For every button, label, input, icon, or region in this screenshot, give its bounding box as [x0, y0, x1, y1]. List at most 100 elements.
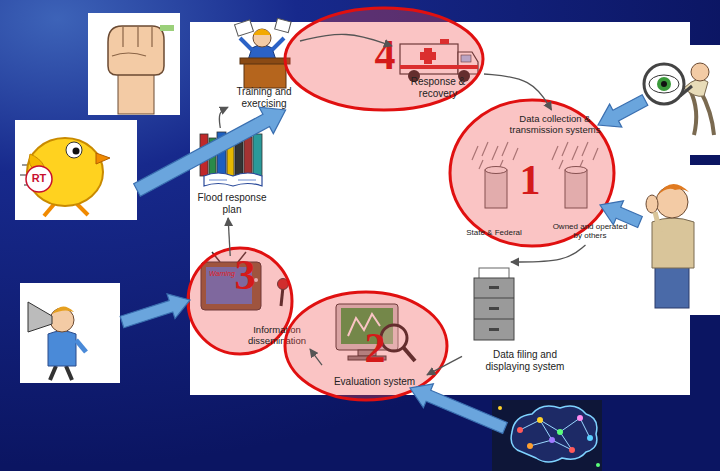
highlight-ellipse	[285, 292, 447, 400]
block-arrow	[598, 95, 648, 127]
highlight-circle: 2Evaluation system	[283, 290, 449, 402]
step-number: 1	[510, 159, 550, 201]
warning-text: Warning	[202, 270, 242, 278]
man-head	[50, 308, 74, 332]
network-dot	[527, 443, 533, 449]
step-number: 2	[355, 327, 395, 369]
man-hair	[657, 184, 689, 196]
sub-label: Owned and operated by others	[550, 222, 630, 240]
highlight-ellipse	[285, 8, 483, 110]
clipart-frame	[492, 400, 602, 471]
cycle-arrow	[228, 218, 230, 256]
man-legs	[50, 366, 72, 380]
block-arrow	[120, 294, 190, 328]
forearm	[118, 70, 154, 114]
station-node: Response & recovery	[392, 22, 484, 102]
book	[200, 134, 208, 176]
block-arrow	[600, 201, 642, 228]
man-trousers	[655, 266, 689, 308]
drawer-lines	[474, 298, 514, 319]
trainer-hair	[253, 29, 271, 35]
station-node: Data filing and displaying system	[462, 262, 602, 380]
chick-eye	[66, 142, 82, 158]
station-node: Flood response plan	[193, 128, 271, 218]
chick-beak	[96, 153, 110, 164]
sub-label: State & Federal	[459, 228, 529, 237]
block-arrow	[134, 107, 286, 196]
network-dot	[557, 429, 563, 435]
megaphone-man-clipart	[20, 283, 120, 383]
chick-pupil	[73, 148, 80, 155]
podium	[244, 62, 286, 88]
badge-patch	[26, 166, 52, 192]
station-label: Flood response plan	[193, 192, 271, 215]
man-head	[691, 63, 709, 81]
clipart-box: RT	[15, 120, 137, 220]
listening-man-clipart	[630, 165, 720, 315]
open-book	[204, 173, 262, 186]
clipart-frame	[630, 45, 720, 155]
podium-top	[240, 58, 290, 64]
book	[217, 132, 226, 176]
cycle-arrow	[310, 349, 322, 365]
man-head	[656, 186, 688, 218]
trainer-arm	[240, 38, 252, 50]
network-dot	[498, 406, 502, 410]
man-shirt	[48, 331, 76, 366]
finger-lines	[112, 27, 152, 56]
network-dot	[587, 435, 593, 441]
network-dot	[596, 463, 600, 467]
station-node: Data collection & transmission systemsSt…	[458, 110, 628, 245]
station-label: Training and exercising	[228, 86, 300, 109]
network-dot	[569, 447, 575, 453]
eye-pupil	[661, 81, 667, 87]
clipart-scrap	[160, 25, 174, 31]
drawer-handle	[489, 307, 499, 310]
cycle-arrow	[219, 107, 228, 128]
clipart-frame	[15, 120, 137, 220]
network-dot	[549, 437, 555, 443]
brain-network-clipart	[492, 400, 602, 471]
book	[235, 133, 243, 176]
block-arrow	[410, 384, 507, 434]
flying-paper	[275, 18, 291, 32]
cycle-arrow	[427, 356, 462, 374]
clipart-frame	[630, 165, 720, 315]
book	[253, 134, 262, 176]
station-node: Evaluation system	[322, 298, 427, 394]
man-arm	[76, 340, 86, 352]
badge-text: RT	[26, 172, 52, 185]
cabinet-body	[474, 278, 514, 340]
chick-clipart	[15, 120, 137, 220]
highlight-circle: 4Response & recovery	[283, 6, 485, 112]
flying-paper	[235, 20, 254, 36]
man-hair	[52, 306, 74, 314]
brain-outline	[511, 406, 597, 462]
highlight-circle: 1 Data collection & transmission systemsS…	[448, 98, 616, 248]
step-number: 4	[365, 34, 405, 76]
book-lines	[209, 180, 256, 181]
cycle-arrow	[484, 74, 552, 110]
fist-shape	[108, 26, 164, 75]
station-label: Evaluation system	[322, 376, 427, 388]
network-lines	[520, 418, 590, 450]
filing-cabinet-illustration	[474, 268, 514, 340]
station-label: Data collection & transmission systems	[500, 114, 610, 136]
megaphone	[28, 302, 52, 332]
trainer-head	[253, 29, 271, 47]
clipart-frame	[88, 13, 180, 115]
drawer-handle	[489, 286, 499, 289]
fist-clipart	[88, 13, 180, 115]
station-label: Data filing and displaying system	[475, 349, 575, 372]
cycle-arrow	[511, 245, 586, 262]
magnifier-man-clipart	[630, 45, 720, 155]
station-label: Response & recovery	[403, 76, 473, 99]
network-dot	[517, 427, 523, 433]
book	[244, 137, 252, 176]
man-arm	[655, 212, 660, 232]
books-illustration	[200, 132, 262, 186]
